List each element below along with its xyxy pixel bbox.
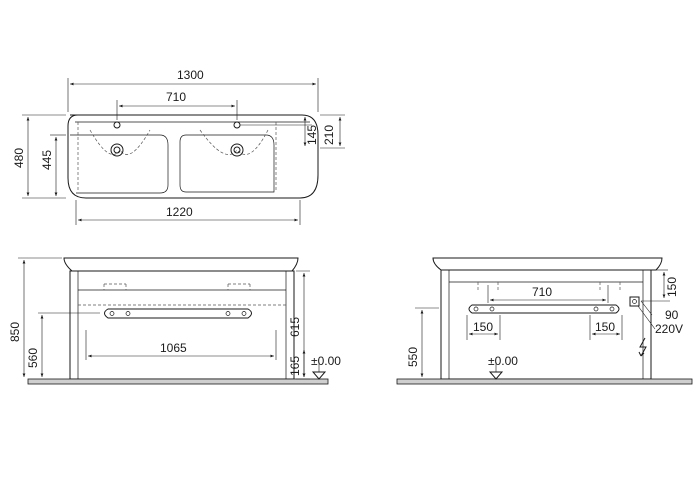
side-wall-rail [468, 304, 620, 314]
side-rail-hole-1 [473, 306, 479, 312]
dim-615: 615 [288, 317, 302, 337]
dim-floor-side: ±0.00 [488, 354, 518, 368]
dim-165: 165 [288, 356, 302, 376]
level-triangle-side [488, 371, 504, 380]
overflow-chain-left [89, 129, 151, 155]
electric-bolt-icon [638, 337, 647, 357]
drain-left-outer [110, 143, 124, 157]
dim-710-top: 710 [166, 90, 186, 104]
front-wall-rail [104, 308, 252, 319]
rail-hole-2 [125, 311, 131, 316]
tap-hole-left [113, 121, 121, 129]
front-cabinet-inner [77, 271, 287, 379]
dim-210: 210 [322, 125, 336, 145]
side-rail-hole-4 [609, 306, 615, 312]
dim-145: 145 [305, 125, 319, 145]
side-siphon-right [599, 282, 621, 292]
front-cabinet [69, 270, 295, 380]
bowl-right [179, 134, 275, 193]
dim-560: 560 [26, 348, 40, 368]
front-siphon-left [103, 283, 127, 290]
top-view: 1300 710 480 445 145 210 1220 [12, 68, 345, 225]
dim-445: 445 [40, 150, 54, 170]
leader-220v [637, 305, 656, 330]
dim-150-left: 150 [473, 320, 493, 334]
dim-floor-front: ±0.00 [311, 354, 341, 368]
dim-150-vertical: 150 [665, 277, 679, 297]
dim-1065: 1065 [160, 341, 187, 355]
overflow-chain-right [199, 129, 269, 155]
rail-hole-3 [225, 311, 231, 316]
dim-1300: 1300 [177, 68, 204, 82]
side-floor [396, 378, 693, 385]
bowl-left [70, 134, 169, 194]
dim-480: 480 [12, 148, 26, 168]
dim-550: 550 [406, 347, 420, 367]
dim-1220: 1220 [166, 205, 193, 219]
dim-90: 90 [665, 308, 679, 322]
socket-box [629, 296, 640, 307]
drain-right-inner [233, 146, 241, 154]
side-cabinet-inner [448, 270, 644, 379]
front-basin-top [63, 257, 299, 272]
dim-710-side: 710 [532, 285, 552, 299]
level-triangle [311, 371, 327, 380]
dim-220v: 220V [655, 322, 683, 336]
rail-hole-4 [241, 311, 247, 316]
drain-left-inner [113, 146, 121, 154]
side-basin-top [432, 257, 663, 271]
basin-outline [67, 114, 319, 199]
leader-90 [640, 300, 653, 316]
front-floor [27, 378, 329, 385]
drain-right-outer [230, 143, 244, 157]
side-rail-hole-2 [489, 306, 495, 312]
side-rail-hole-3 [593, 306, 599, 312]
socket-pin [632, 299, 637, 304]
dim-150-right: 150 [595, 320, 615, 334]
side-siphon-left [477, 282, 499, 292]
tap-hole-right [233, 121, 241, 129]
side-view: 710 150 150 150 90 220V 550 ±0.00 [396, 257, 693, 385]
front-siphon-right [227, 283, 251, 290]
front-view: 850 560 1065 615 165 ±0.00 [8, 257, 341, 385]
dim-850: 850 [8, 322, 22, 342]
rail-hole-1 [109, 311, 115, 316]
